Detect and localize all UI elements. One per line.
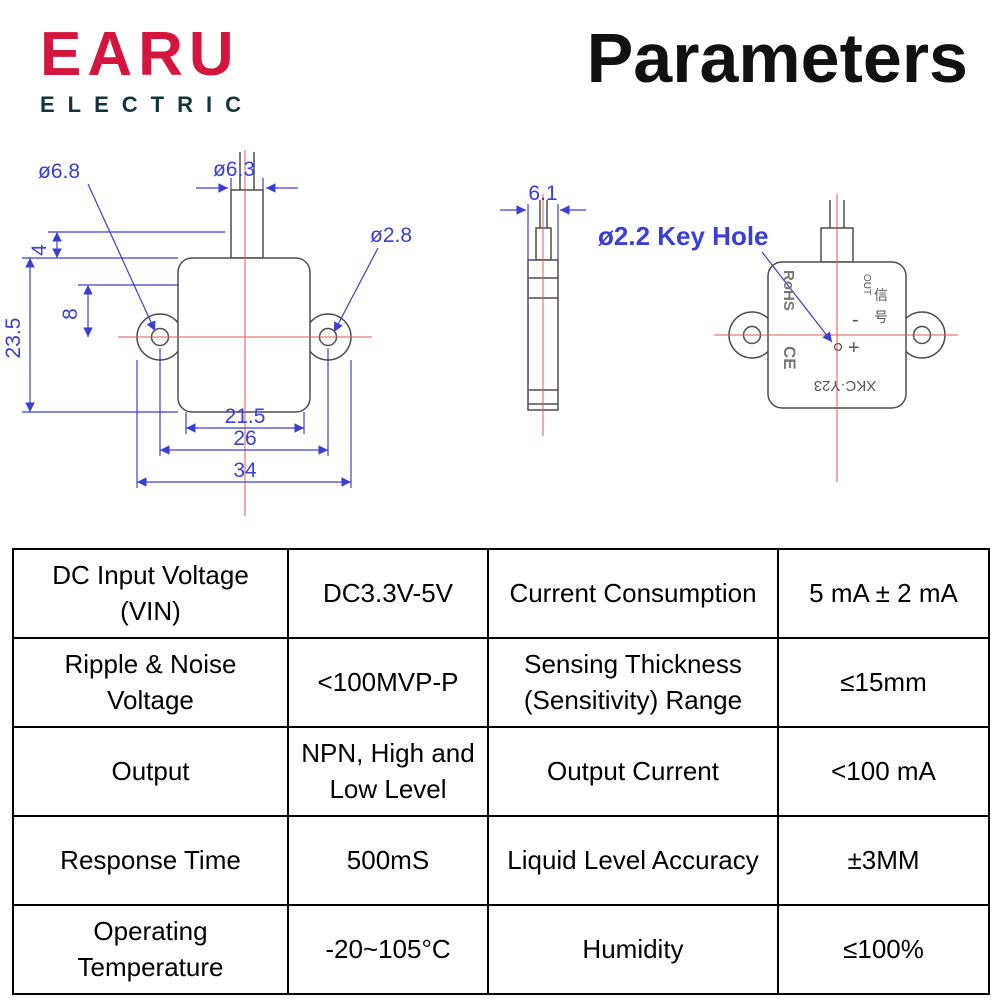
table-row: Operating Temperature -20~105°C Humidity… (12, 904, 990, 995)
dimension-lines (500, 204, 586, 260)
chinese-mark-2: 号 (874, 309, 888, 325)
param-label: Sensing Thickness (Sensitivity) Range (487, 637, 779, 728)
dim-label-right-hole: ø2.8 (370, 224, 412, 247)
side-view-drawing: 6.1 (500, 182, 586, 436)
param-value: ≤15mm (777, 637, 990, 728)
param-value: ≤100% (777, 904, 990, 995)
param-label: Humidity (487, 904, 779, 995)
dim-label-inner-width: 21.5 (225, 405, 266, 428)
dim-label-overall-width: 34 (233, 459, 257, 482)
center-lines (118, 150, 372, 516)
dim-label-thickness: 6.1 (528, 182, 557, 205)
out-terminal-label: OUT (861, 274, 872, 295)
sensor-body-outline (136, 152, 352, 413)
param-label: Output (12, 726, 289, 817)
dim-label-hole-offset: 8 (59, 308, 82, 320)
front-view-drawing: ø6.8 ø6.3 ø2.8 4 23.5 8 21.5 26 34 (2, 150, 412, 516)
param-value: -20~105°C (287, 904, 489, 995)
param-label: Ripple & Noise Voltage (12, 637, 289, 728)
param-label: Liquid Level Accuracy (487, 815, 779, 906)
chinese-mark-1: 信 (874, 287, 888, 303)
dim-label-hole-spacing: 26 (233, 427, 256, 450)
param-label: Response Time (12, 815, 289, 906)
parameters-table: DC Input Voltage (VIN) DC3.3V-5V Current… (12, 548, 990, 995)
brand-logo: EARU ELECTRIC (40, 24, 254, 118)
param-value: 500mS (287, 815, 489, 906)
table-row: Ripple & Noise Voltage <100MVP-P Sensing… (12, 637, 990, 728)
param-label: Current Consumption (487, 548, 779, 639)
param-value: NPN, High and Low Level (287, 726, 489, 817)
center-lines (714, 194, 958, 482)
param-value: 5 mA ± 2 mA (777, 548, 990, 639)
dim-label-cable: ø6.3 (213, 158, 255, 181)
param-label: DC Input Voltage (VIN) (12, 548, 289, 639)
dim-label-body-height: 23.5 (2, 318, 25, 359)
plus-terminal-label: + (848, 337, 860, 359)
back-view-drawing: ø2.2 Key Hole RoHS CE XKC·Y23 OUT 信 号 - … (598, 194, 958, 482)
param-value: <100 mA (777, 726, 990, 817)
table-row: DC Input Voltage (VIN) DC3.3V-5V Current… (12, 548, 990, 639)
dimension-lines (22, 178, 379, 488)
brand-subtitle: ELECTRIC (40, 92, 254, 117)
key-hole (833, 342, 843, 352)
param-label: Output Current (487, 726, 779, 817)
minus-terminal-label: - (852, 309, 859, 331)
param-value: DC3.3V-5V (287, 548, 489, 639)
page-title: Parameters (586, 19, 968, 97)
model-number: XKC·Y23 (814, 377, 877, 394)
key-hole-leader (761, 251, 833, 343)
dim-label-left-hole: ø6.8 (38, 160, 80, 183)
table-row: Response Time 500mS Liquid Level Accurac… (12, 815, 990, 906)
technical-drawing: ø6.8 ø6.3 ø2.8 4 23.5 8 21.5 26 34 (2, 150, 958, 516)
table-row: Output NPN, High and Low Level Output Cu… (12, 726, 990, 817)
brand-name: EARU (40, 20, 240, 89)
rohs-mark: RoHS (780, 270, 797, 311)
key-hole-label: ø2.2 Key Hole (598, 221, 769, 251)
param-value: ±3MM (777, 815, 990, 906)
param-label: Operating Temperature (12, 904, 289, 995)
dim-label-stem-offset: 4 (28, 244, 51, 256)
ce-mark: CE (780, 346, 799, 370)
param-value: <100MVP-P (287, 637, 489, 728)
